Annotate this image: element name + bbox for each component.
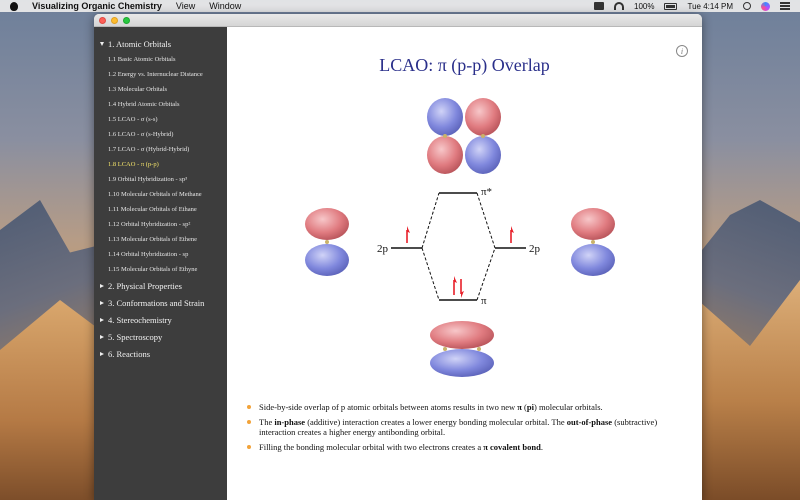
sidebar-section-label: 5. Spectroscopy <box>108 331 163 342</box>
minimize-window-button[interactable] <box>111 16 118 24</box>
bonding-orbital-image <box>430 321 494 377</box>
page-title: LCAO: π (p-p) Overlap <box>379 55 550 75</box>
disclosure-collapsed-icon <box>100 283 104 288</box>
sidebar: 1. Atomic Orbitals 1.1 Basic Atomic Orbi… <box>94 27 227 500</box>
sidebar-item[interactable]: 1.5 LCAO - σ (s-s) <box>108 116 158 123</box>
antibonding-label: π* <box>481 186 492 198</box>
disclosure-collapsed-icon <box>100 300 104 305</box>
antibonding-orbital-image <box>427 98 501 174</box>
bullet-dot <box>247 419 251 424</box>
notification-center-icon[interactable] <box>780 2 790 10</box>
right-p-orbital-image <box>571 208 615 276</box>
disclosure-expanded-icon <box>100 41 104 46</box>
sidebar-section-label: 1. Atomic Orbitals <box>108 38 172 49</box>
mo-energy-diagram: 2p 2p π* π <box>305 98 615 377</box>
content-pane: i LCAO: π (p-p) Overlap <box>227 27 702 500</box>
sidebar-item[interactable]: 1.9 Orbital Hybridization - sp³ <box>108 176 188 183</box>
sidebar-section-atomic-orbitals[interactable]: 1. Atomic Orbitals <box>94 35 227 52</box>
bullet-dot <box>247 444 251 449</box>
correlation-line <box>476 247 496 301</box>
sidebar-section-label: 2. Physical Properties <box>108 280 182 291</box>
electron-arrow <box>406 226 410 243</box>
siri-icon[interactable] <box>761 1 770 11</box>
list-item: Filling the bonding molecular orbital wi… <box>247 442 687 453</box>
menu-clock[interactable]: Tue 4:14 PM <box>687 1 733 11</box>
app-window: 1. Atomic Orbitals 1.1 Basic Atomic Orbi… <box>94 14 702 500</box>
sidebar-item[interactable]: 1.3 Molecular Orbitals <box>108 86 168 93</box>
sidebar-item[interactable]: 1.12 Orbital Hybridization - sp² <box>108 221 191 228</box>
apple-menu-icon[interactable] <box>10 1 18 11</box>
info-icon[interactable]: i <box>676 45 688 57</box>
correlation-line <box>421 192 440 249</box>
sidebar-section-spectroscopy[interactable]: 5. Spectroscopy <box>94 328 227 345</box>
disclosure-collapsed-icon <box>100 317 104 322</box>
sidebar-section-conformations[interactable]: 3. Conformations and Strain <box>94 294 227 311</box>
sidebar-item[interactable]: 1.1 Basic Atomic Orbitals <box>108 56 176 63</box>
menu-window[interactable]: Window <box>209 1 242 11</box>
zoom-window-button[interactable] <box>123 16 130 24</box>
sidebar-section-label: 4. Stereochemistry <box>108 314 172 325</box>
bullet-text: The in-phase (additive) interaction crea… <box>259 416 658 438</box>
left-p-orbital-image <box>305 208 349 276</box>
bonding-label: π <box>481 295 487 307</box>
menu-bar: Visualizing Organic Chemistry View Windo… <box>0 0 800 12</box>
sidebar-item[interactable]: 1.6 LCAO - σ (s-Hybrid) <box>108 131 174 138</box>
bullet-text: Side-by-side overlap of p atomic orbital… <box>259 402 603 412</box>
sidebar-section-label: 6. Reactions <box>108 348 151 359</box>
sidebar-item[interactable]: 1.7 LCAO - σ (Hybrid-Hybrid) <box>108 146 190 153</box>
bullet-text: Filling the bonding molecular orbital wi… <box>259 441 543 452</box>
explanation-list: Side-by-side overlap of p atomic orbital… <box>247 402 687 456</box>
list-item: Side-by-side overlap of p atomic orbital… <box>247 402 687 413</box>
sidebar-item[interactable]: 1.2 Energy vs. Internuclear Distance <box>108 71 203 78</box>
right-2p-label: 2p <box>529 243 541 255</box>
disclosure-collapsed-icon <box>100 351 104 356</box>
disclosure-collapsed-icon <box>100 334 104 339</box>
correlation-line <box>476 192 496 249</box>
sidebar-item[interactable]: 1.14 Orbital Hybridization - sp <box>108 251 189 258</box>
sidebar-section-label: 3. Conformations and Strain <box>108 297 205 308</box>
sidebar-section-stereochemistry[interactable]: 4. Stereochemistry <box>94 311 227 328</box>
list-item: The in-phase (additive) interaction crea… <box>247 417 687 438</box>
electron-arrow <box>510 226 514 243</box>
sidebar-section-reactions[interactable]: 6. Reactions <box>94 345 227 362</box>
bullet-dot <box>247 405 251 409</box>
window-titlebar[interactable] <box>94 14 702 27</box>
menu-view[interactable]: View <box>175 1 196 11</box>
wifi-icon[interactable] <box>614 2 625 10</box>
airplay-icon[interactable] <box>594 2 605 10</box>
sidebar-item[interactable]: 1.10 Molecular Orbitals of Methane <box>108 191 202 198</box>
close-window-button[interactable] <box>99 16 106 24</box>
spotlight-search-icon[interactable] <box>743 2 751 10</box>
correlation-line <box>421 247 440 301</box>
electron-pair-arrows <box>453 276 464 298</box>
sidebar-item[interactable]: 1.15 Molecular Orbitals of Ethyne <box>108 266 198 273</box>
sidebar-item-selected[interactable]: 1.8 LCAO - π (p-p) <box>108 161 159 168</box>
sidebar-item[interactable]: 1.4 Hybrid Atomic Orbitals <box>108 101 180 108</box>
sidebar-item[interactable]: 1.11 Molecular Orbitals of Ethane <box>108 206 197 213</box>
battery-icon[interactable] <box>664 2 678 10</box>
sidebar-item[interactable]: 1.13 Molecular Orbitals of Ethene <box>108 236 197 243</box>
app-menu[interactable]: Visualizing Organic Chemistry <box>32 1 162 11</box>
left-2p-label: 2p <box>377 243 389 255</box>
sidebar-section-physical-properties[interactable]: 2. Physical Properties <box>94 277 227 294</box>
battery-percent: 100% <box>634 1 655 11</box>
